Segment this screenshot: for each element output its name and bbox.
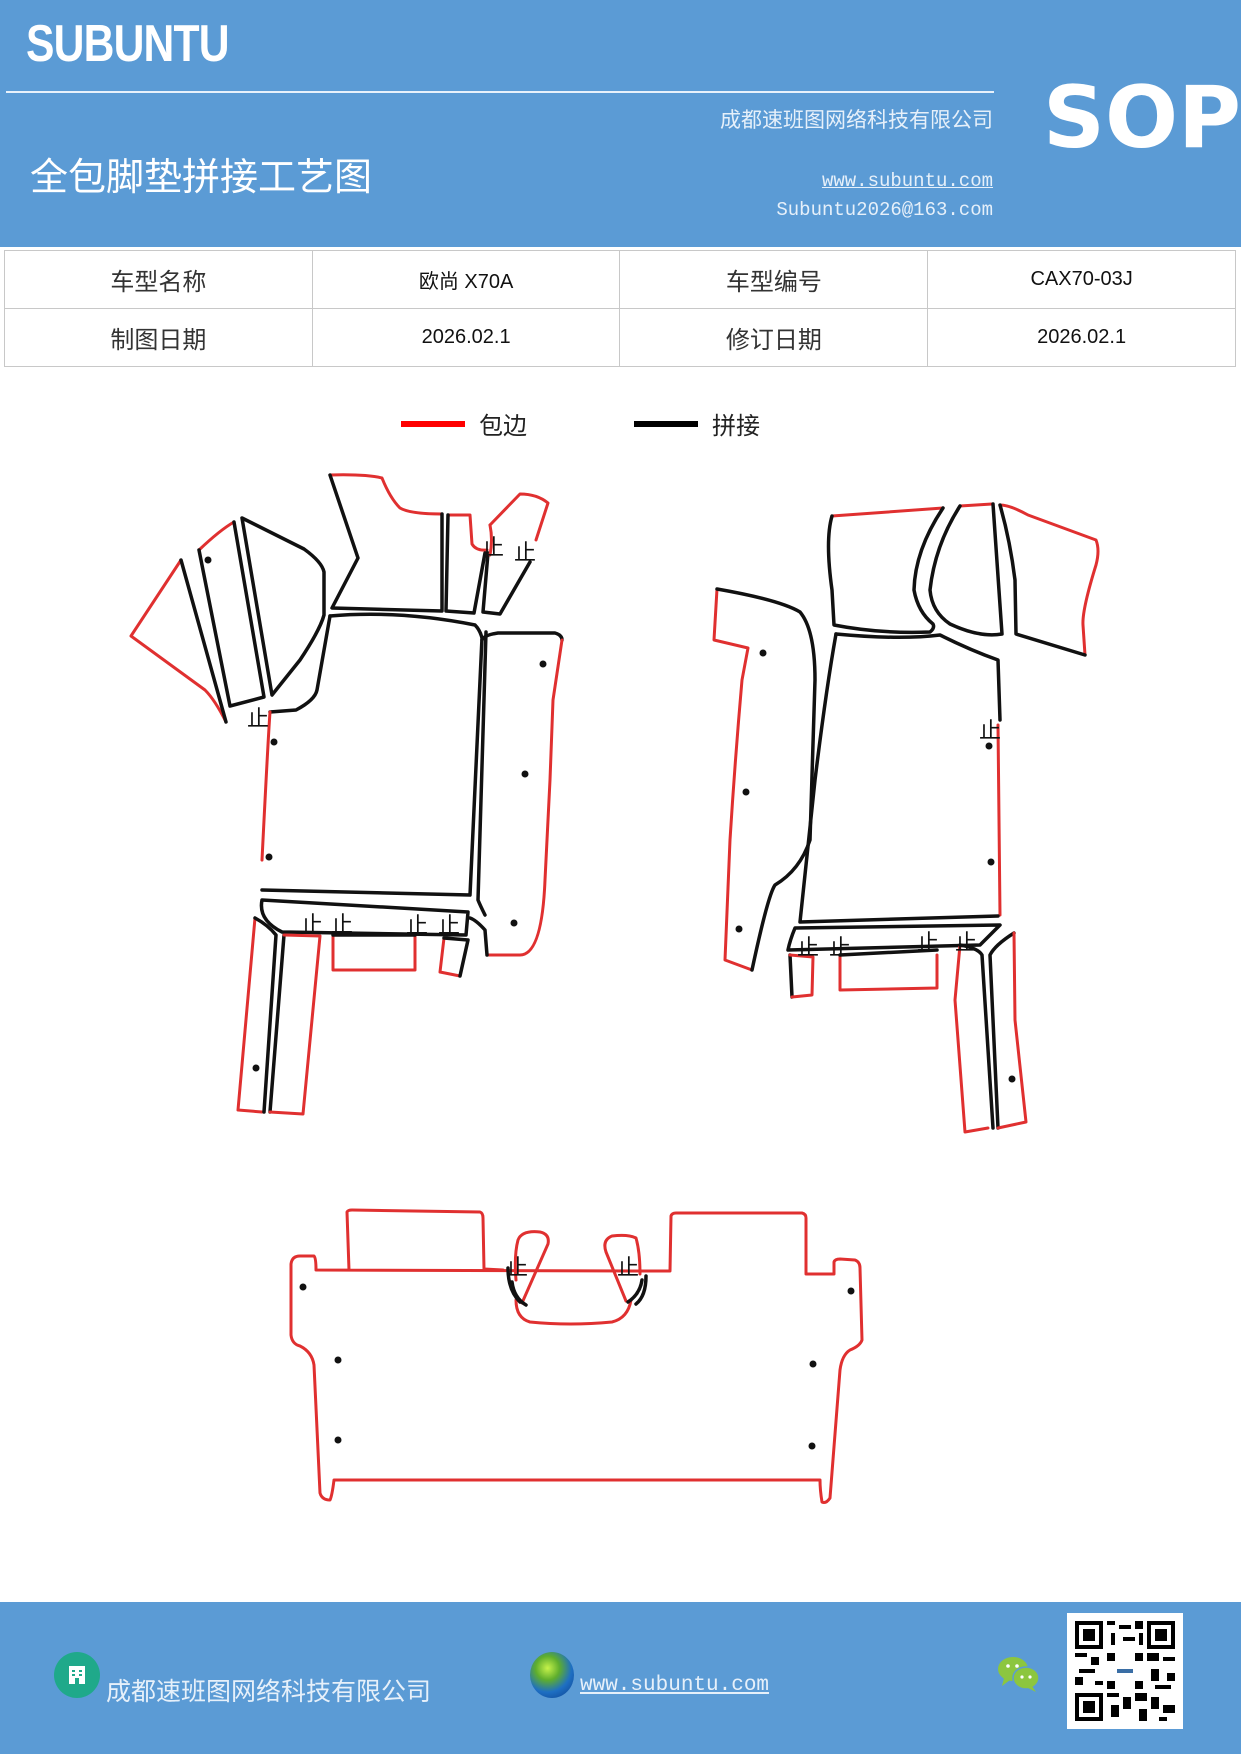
model-code-label: 车型编号	[619, 250, 929, 309]
revision-date-value: 2026.02.1	[927, 308, 1236, 367]
footer-company-name: 成都速班图网络科技有限公司	[106, 1677, 432, 1706]
page-title: 全包脚垫拼接工艺图	[30, 155, 373, 199]
front-right-mat: 止 止 止 止 止	[712, 502, 1100, 1134]
vehicle-info-table: 车型名称 欧尚 X70A 车型编号 CAX70-03J 制图日期 2026.02…	[4, 250, 1236, 367]
model-name-label: 车型名称	[4, 250, 313, 309]
table-row: 车型名称 欧尚 X70A 车型编号 CAX70-03J	[4, 250, 1236, 309]
building-icon	[54, 1652, 100, 1698]
brand-logo: SUBUNTU	[26, 15, 230, 73]
svg-text:止: 止	[829, 936, 851, 961]
svg-text:止: 止	[331, 913, 353, 938]
svg-text:止: 止	[482, 536, 504, 561]
revision-date-label: 修订日期	[619, 308, 929, 367]
svg-text:止: 止	[247, 707, 269, 732]
front-left-mat: 止 止 止 止 止 止 止	[129, 473, 564, 1116]
svg-text:止: 止	[955, 931, 977, 956]
svg-text:止: 止	[797, 936, 819, 961]
header-divider	[6, 91, 994, 93]
table-row: 制图日期 2026.02.1 修订日期 2026.02.1	[4, 308, 1236, 367]
black-line-swatch	[634, 420, 698, 427]
model-name-value: 欧尚 X70A	[311, 250, 621, 309]
header-company-name: 成都速班图网络科技有限公司	[720, 108, 993, 132]
svg-text:止: 止	[979, 719, 1001, 744]
qr-code	[1067, 1613, 1183, 1729]
legend: 包边 拼接	[0, 398, 1241, 441]
svg-text:止: 止	[514, 541, 536, 566]
legend-item-edge: 包边	[401, 406, 527, 441]
wechat-icon[interactable]	[996, 1654, 1042, 1694]
sop-badge: SOP	[1043, 68, 1241, 168]
svg-text:止: 止	[506, 1256, 528, 1281]
legend-label: 包边	[479, 412, 527, 440]
rear-mat: 止 止	[289, 1208, 864, 1504]
legend-label: 拼接	[712, 412, 760, 440]
red-line-swatch	[401, 420, 465, 427]
svg-text:止: 止	[301, 913, 323, 938]
footer-website-link[interactable]: www.subuntu.com	[580, 1674, 770, 1697]
svg-text:止: 止	[406, 914, 428, 939]
header-website-link[interactable]: www.subuntu.com	[821, 170, 993, 192]
header-banner: SUBUNTU 全包脚垫拼接工艺图 成都速班图网络科技有限公司 www.subu…	[0, 0, 1241, 247]
mat-diagram: .r { fill: none; stroke: #e03030; stroke…	[129, 473, 1100, 1504]
svg-text:止: 止	[617, 1256, 639, 1281]
draw-date-label: 制图日期	[4, 308, 313, 367]
globe-icon	[530, 1652, 574, 1698]
draw-date-value: 2026.02.1	[311, 308, 621, 367]
footer-banner: 成都速班图网络科技有限公司 www.subuntu.com	[0, 1602, 1241, 1754]
svg-text:止: 止	[438, 914, 460, 939]
svg-text:止: 止	[917, 931, 939, 956]
legend-item-seam: 拼接	[634, 406, 760, 441]
model-code-value: CAX70-03J	[927, 250, 1236, 309]
header-email: Subuntu2026@163.com	[776, 199, 993, 221]
